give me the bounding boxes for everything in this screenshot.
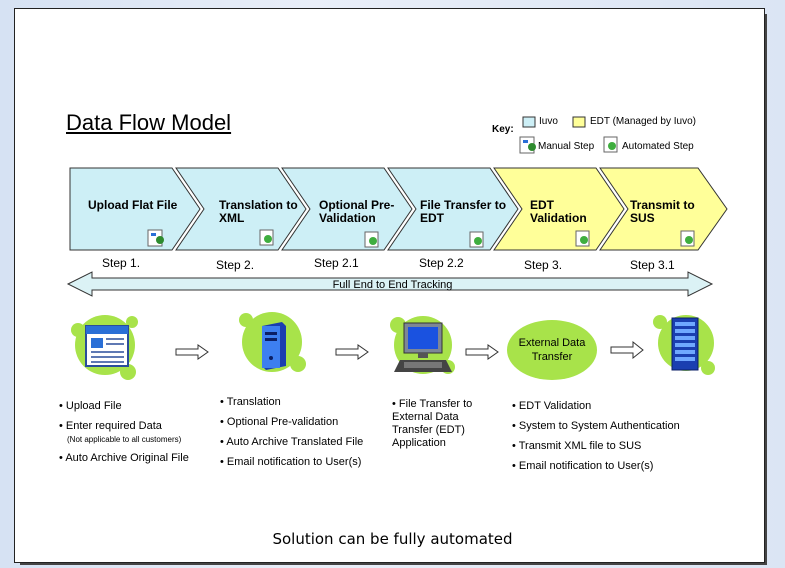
bullet-item: • Auto Archive Translated File <box>220 436 364 448</box>
bullet-item: • Enter required Data(Not applicable to … <box>59 420 182 444</box>
key-iuvo-label: Iuvo <box>539 116 558 127</box>
flow-arrow-1 <box>175 344 209 360</box>
key-edt-swatch <box>572 116 586 128</box>
bullet-item: • Upload File <box>59 400 122 412</box>
key-automated-label: Automated Step <box>622 141 694 152</box>
chevron-step-3 <box>493 167 625 251</box>
page-title: Data Flow Model <box>66 110 232 135</box>
key-edt-label: EDT (Managed by Iuvo) <box>590 116 696 127</box>
chevron-step-2-1 <box>281 167 413 251</box>
step-1-title: Upload Flat File <box>88 198 178 212</box>
key-manual-label: Manual Step <box>538 141 595 152</box>
bullets-file-transfer: • File Transfer to External Data Transfe… <box>392 398 492 457</box>
bullets-edt: • EDT Validation • System to System Auth… <box>512 400 722 480</box>
automated-step-icon <box>575 230 590 247</box>
tower-computer-icon <box>262 322 286 370</box>
flow-arrow-4 <box>610 340 644 360</box>
step-2-1-title: Optional Pre-Validation <box>319 198 395 225</box>
automated-step-icon <box>680 230 695 247</box>
automated-step-icon <box>259 229 274 246</box>
slide-shadow-bottom <box>20 561 767 565</box>
step-2-title: Translation to XML <box>219 198 298 225</box>
external-data-transfer-label: External Data Transfer <box>518 337 586 363</box>
bullet-item: • EDT Validation <box>512 400 592 412</box>
key-automated-step-icon <box>603 136 618 153</box>
step-2-2-title: File Transfer to EDT <box>420 198 507 225</box>
server-rack-icon <box>671 317 699 371</box>
slide-shadow-right <box>763 14 767 565</box>
key-manual-step-icon <box>519 136 536 154</box>
chevron-step-1 <box>69 167 201 251</box>
step-1-label: Step 1. <box>102 256 141 270</box>
step-3-1-title: Transmit to SUS <box>630 198 695 225</box>
flow-arrow-3 <box>465 344 499 360</box>
bullets-upload: • Upload File • Enter required Data(Not … <box>59 400 219 472</box>
bullets-translation: • Translation • Optional Pre-validation … <box>220 396 390 476</box>
flow-arrow-2 <box>335 344 369 360</box>
bullet-item: • Email notification to User(s) <box>512 460 654 472</box>
automated-step-icon <box>469 231 484 248</box>
key-label: Key: <box>492 124 514 135</box>
tracking-label: Full End to End Tracking <box>332 279 453 291</box>
chevron-step-2-2 <box>387 167 519 251</box>
step-2-2-label: Step 2.2 <box>419 256 464 270</box>
footer-caption: Solution can be fully automated <box>272 530 513 548</box>
bullet-item: • Auto Archive Original File <box>59 452 189 464</box>
external-data-transfer-ellipse <box>507 320 597 380</box>
automated-step-icon <box>364 231 379 248</box>
step-3-title: EDT Validation <box>530 198 587 225</box>
manual-step-icon <box>147 229 164 247</box>
step-3-label: Step 3. <box>524 258 563 272</box>
bullet-note: (Not applicable to all customers) <box>67 435 182 444</box>
bullet-item: • Translation <box>220 396 281 408</box>
step-2-1-label: Step 2.1 <box>314 256 359 270</box>
key-iuvo-swatch <box>522 116 536 128</box>
step-3-1-label: Step 3.1 <box>630 258 675 272</box>
bullet-item: • Optional Pre-validation <box>220 416 339 428</box>
tracking-arrow <box>66 271 714 297</box>
desktop-computer-icon <box>394 322 452 372</box>
document-icon <box>85 325 129 367</box>
bullet-item: • Email notification to User(s) <box>220 456 362 468</box>
chevron-step-3-1 <box>599 167 728 251</box>
bullet-item: • System to System Authentication <box>512 420 680 432</box>
bullet-item: • File Transfer to External Data Transfe… <box>392 398 473 449</box>
step-2-label: Step 2. <box>216 258 255 272</box>
bullet-item: • Transmit XML file to SUS <box>512 440 642 452</box>
